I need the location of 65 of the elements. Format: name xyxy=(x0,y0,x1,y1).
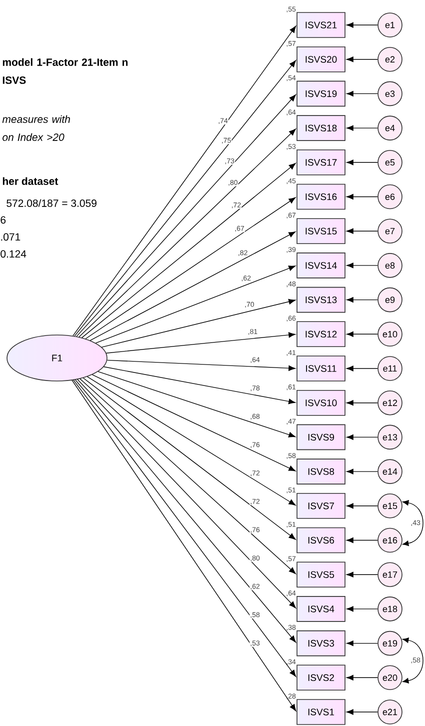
fit-statistic: 6 xyxy=(0,216,6,224)
arrow xyxy=(346,194,378,200)
arrow xyxy=(346,56,378,62)
arrow xyxy=(106,360,296,371)
arrow xyxy=(92,374,296,472)
arrow xyxy=(82,162,296,338)
arrow xyxy=(98,371,296,438)
variable-box: ISVS10 xyxy=(296,390,346,416)
arrow xyxy=(346,297,378,303)
variable-box: ISVS19 xyxy=(296,80,346,107)
title: model 1-Factor 21-Item n ISVS xyxy=(2,58,128,84)
arrow xyxy=(346,538,378,543)
arrow xyxy=(78,128,296,338)
arrow xyxy=(90,231,296,341)
variable-box: ISVS6 xyxy=(296,527,346,554)
arrow xyxy=(346,640,378,646)
variable-box: ISVS15 xyxy=(296,218,346,244)
arrow xyxy=(346,228,378,234)
heading-text: her dataset xyxy=(2,177,58,185)
arrow xyxy=(80,378,296,574)
fit-statistic: 572.08/187 = 3.059 xyxy=(6,199,96,207)
fit-statistic: .071 xyxy=(1,233,20,241)
arrow xyxy=(346,125,378,131)
arrow xyxy=(346,90,378,96)
variable-box: ISVS4 xyxy=(296,596,346,622)
arrow xyxy=(346,468,378,474)
arrow xyxy=(346,22,378,28)
variable-box: ISVS13 xyxy=(296,286,346,313)
arrow xyxy=(346,572,378,578)
arrow xyxy=(346,160,378,166)
arrow xyxy=(346,366,378,372)
variable-box: ISVS9 xyxy=(296,424,346,450)
variable-box: ISVS7 xyxy=(296,493,346,519)
variable-box: ISVS12 xyxy=(296,321,346,348)
arrow xyxy=(103,366,296,404)
arrow xyxy=(346,606,378,612)
variable-box: ISVS8 xyxy=(296,458,346,484)
arrow xyxy=(95,266,296,344)
arrow xyxy=(346,331,378,337)
variable-box: ISVS17 xyxy=(296,150,346,176)
variable-box: ISVS20 xyxy=(296,46,346,72)
variable-box: ISVS2 xyxy=(296,664,346,691)
arrow xyxy=(402,500,424,546)
arrow xyxy=(346,503,378,509)
variable-box: ISVS3 xyxy=(296,630,346,656)
arrow xyxy=(85,197,296,340)
arrow xyxy=(346,400,378,406)
variable-box: ISVS5 xyxy=(296,562,346,588)
variable-box: ISVS21 xyxy=(296,12,346,38)
note-text: measures with on Index >20 xyxy=(2,115,70,141)
arrow xyxy=(101,298,296,348)
variable-box: ISVS14 xyxy=(296,252,346,278)
arrow xyxy=(346,709,378,715)
arrow xyxy=(402,638,424,684)
arrow xyxy=(106,332,296,354)
variable-box: ISVS16 xyxy=(296,184,346,210)
variable-box: ISVS11 xyxy=(296,356,346,382)
arrow xyxy=(82,378,296,540)
variable-box: ISVS1 xyxy=(296,699,346,725)
variable-box: ISVS18 xyxy=(296,115,346,141)
arrow xyxy=(346,262,378,268)
fit-statistic: 0.124 xyxy=(0,250,26,258)
arrow xyxy=(346,674,378,680)
arrow xyxy=(86,376,296,506)
arrow xyxy=(346,434,378,440)
